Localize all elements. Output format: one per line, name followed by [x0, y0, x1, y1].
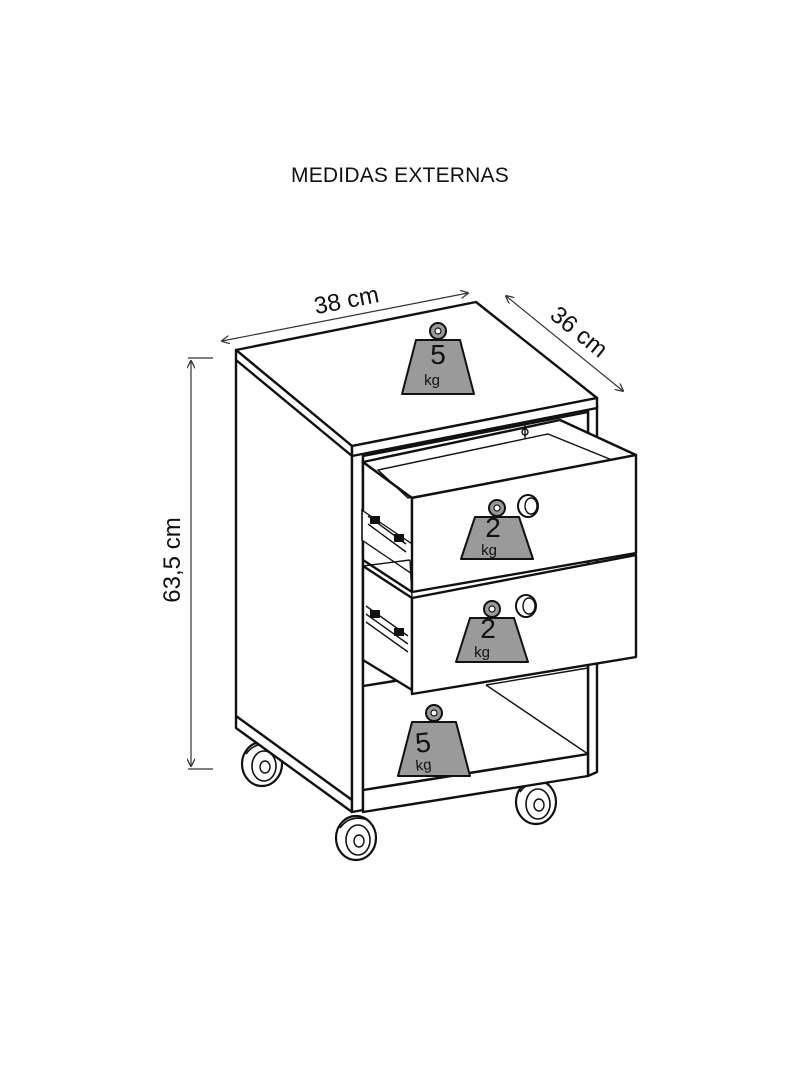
weight-bottom-value: 5: [414, 726, 433, 758]
drawer-lower-handle[interactable]: [515, 594, 537, 618]
weight-drawer-2-value: 2: [480, 613, 496, 644]
drawer-upper-handle[interactable]: [517, 494, 539, 518]
front-upright-left: [350, 443, 365, 814]
weight-icon-drawer-2: 2 kg: [455, 600, 529, 663]
weight-icon-bottom: 5 kg: [397, 704, 471, 777]
weight-drawer-1-value: 2: [485, 512, 501, 543]
height-dimension: 63,5 cm: [159, 357, 213, 770]
diagram-title: MEDIDAS EXTERNAS: [291, 164, 509, 187]
weight-bottom-unit: kg: [415, 756, 433, 775]
drawer-upper-slide: [361, 508, 413, 576]
weight-top-value: 5: [430, 339, 446, 370]
width-label: 38 cm: [312, 281, 381, 320]
weight-top-unit: kg: [424, 372, 440, 389]
weight-drawer-2-unit: kg: [474, 644, 490, 661]
depth-label: 36 cm: [545, 301, 613, 363]
weight-icon-drawer-1: 2 kg: [460, 499, 534, 560]
weight-icon-top: 5 kg: [401, 322, 475, 395]
height-label: 63,5 cm: [159, 517, 186, 602]
drawer-lower-slide: [365, 605, 409, 653]
caster-front-left: [334, 814, 378, 862]
top-edge-front: [350, 396, 599, 458]
weight-drawer-1-unit: kg: [481, 542, 497, 559]
